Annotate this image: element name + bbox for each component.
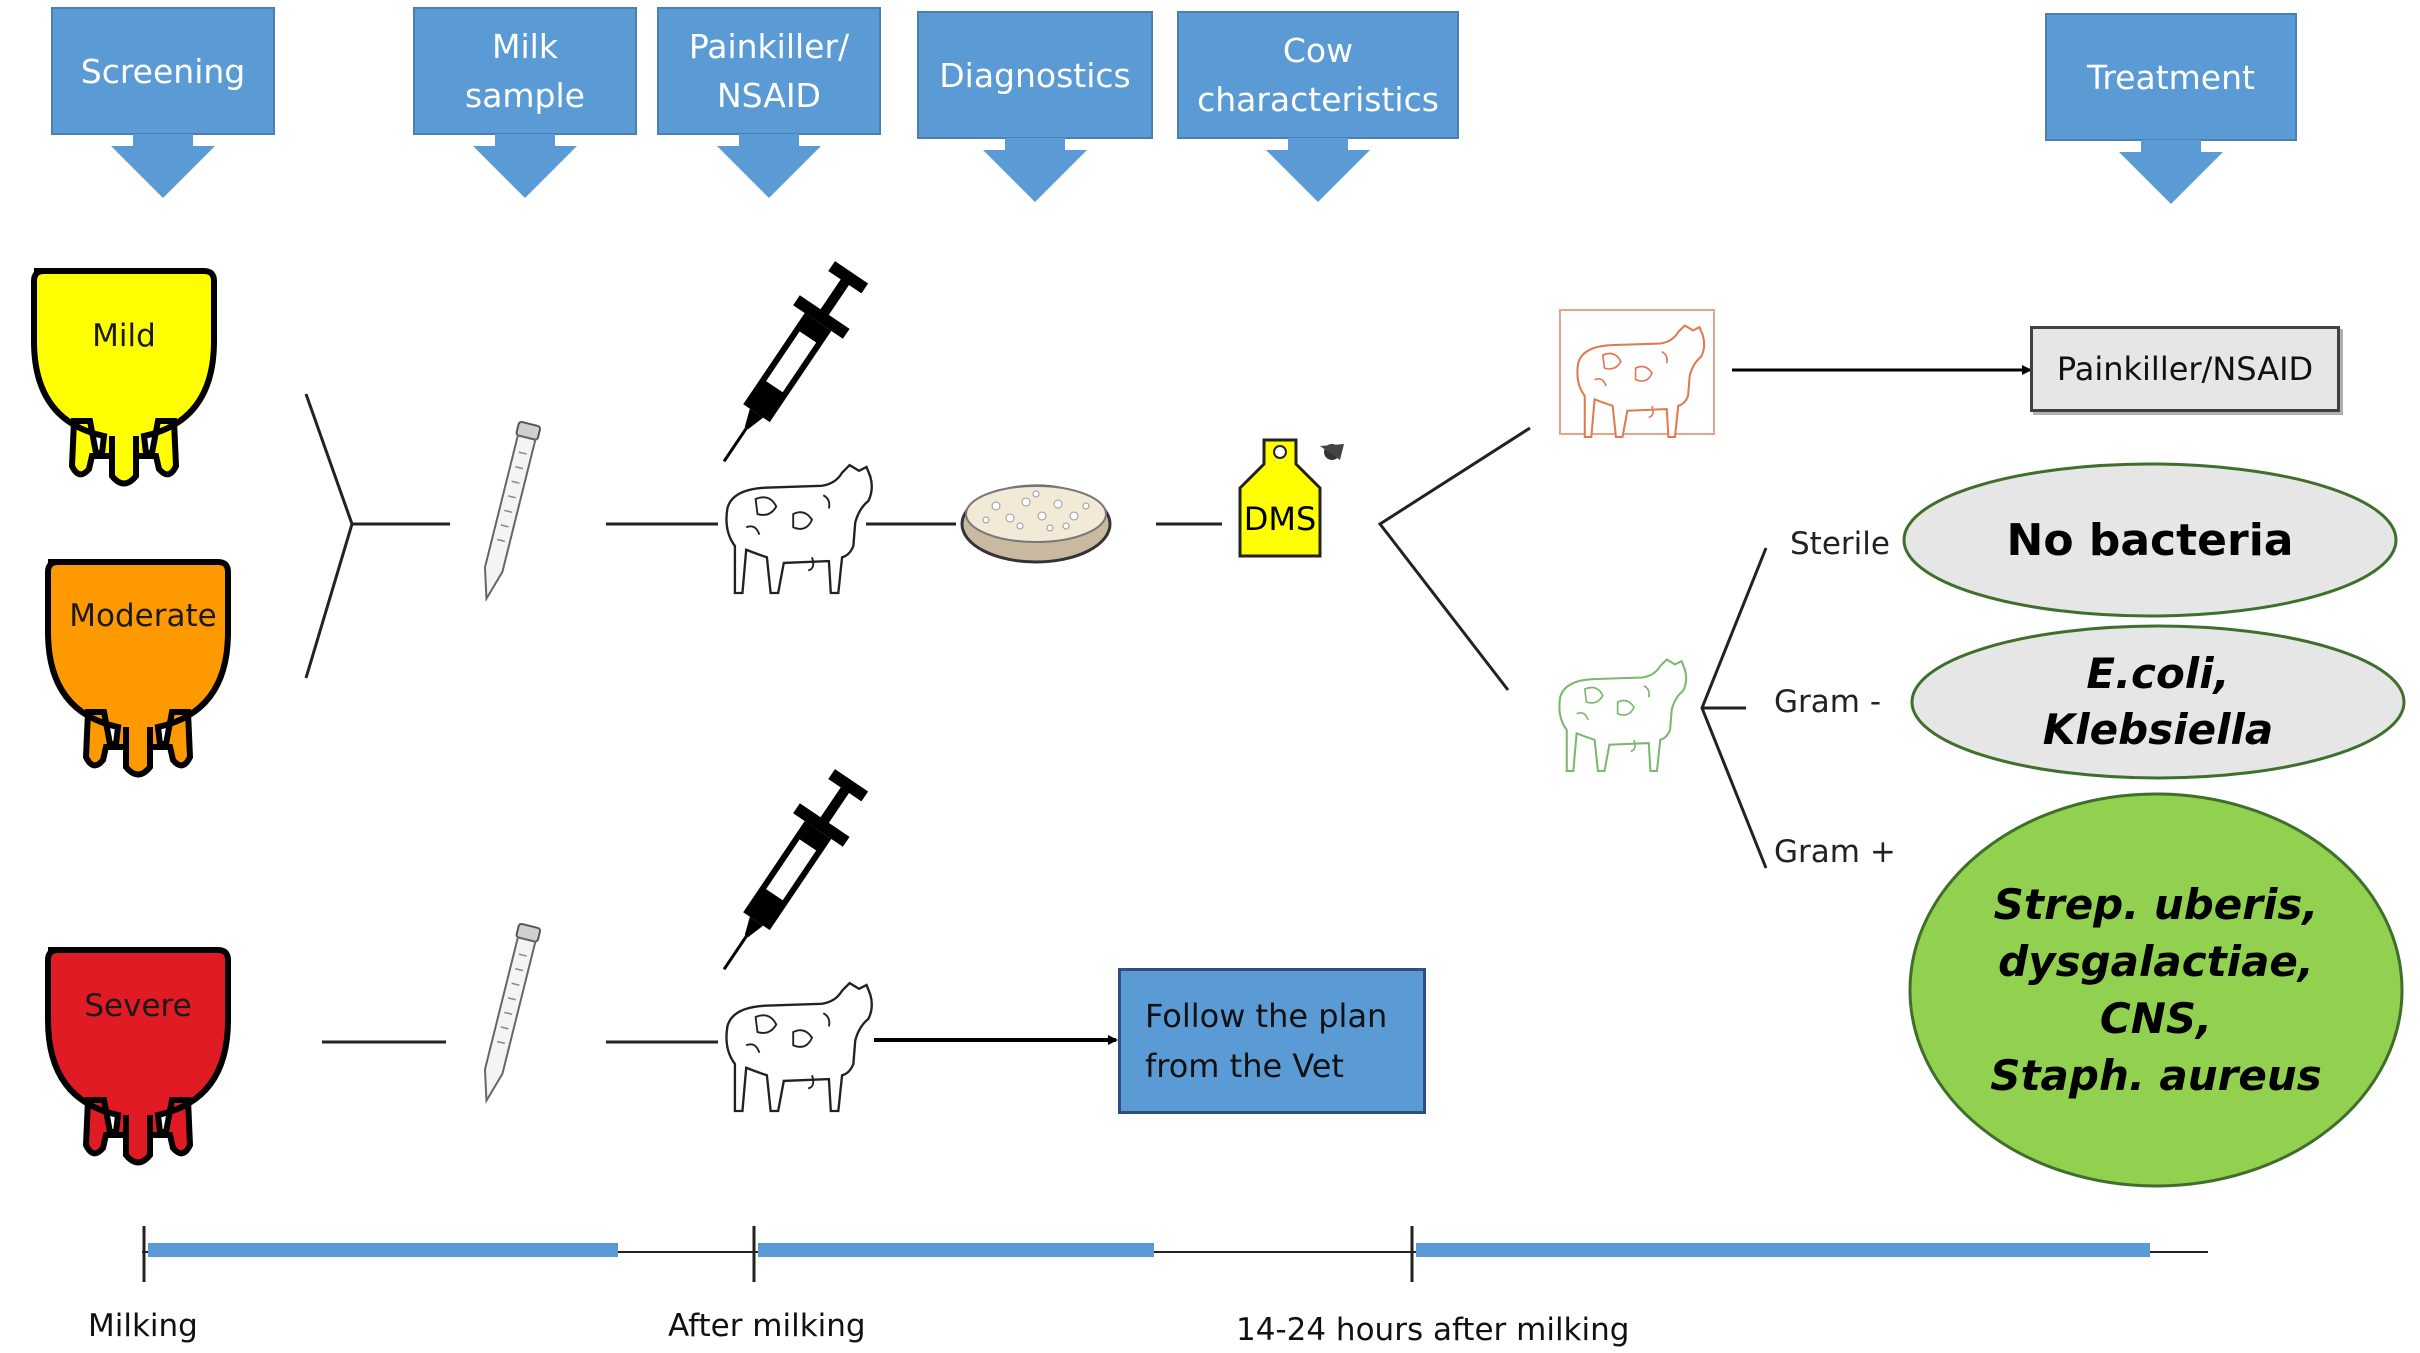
header-painkiller: Painkiller/ NSAID (658, 8, 880, 134)
petri-dish-icon (960, 484, 1112, 564)
timeline-later-label: 14-24 hours after milking (1236, 1312, 1630, 1348)
timeline-milking-label: Milking (88, 1308, 198, 1344)
header-screening: Screening (52, 8, 274, 134)
gram-fork (1700, 547, 1768, 869)
painkiller-nsaid-box: Painkiller/NSAID (2030, 326, 2340, 412)
cow-icon-green (1558, 658, 1688, 773)
severity-mild-label: Mild (92, 318, 156, 354)
severity-bracket (304, 393, 450, 679)
gram-sterile-label: Sterile (1790, 526, 1890, 562)
udder-severe-icon (48, 950, 228, 1163)
severity-severe-label: Severe (84, 988, 192, 1024)
header-arrow-treatment (2119, 140, 2223, 204)
header-arrow-cow-characteristics (1266, 138, 1370, 202)
header-box-cow-characteristics (1177, 11, 1459, 139)
header-cow-characteristics-label: Cow characteristics (1197, 31, 1439, 119)
syringe-icon (699, 255, 877, 479)
timeline (142, 1226, 2208, 1282)
gram-negative-label: Gram - (1774, 684, 1882, 720)
header-milk-sample-label: Milk sample (465, 27, 585, 115)
header-diagnostics: Diagnostics (918, 12, 1152, 138)
timeline-after-milking-label: After milking (668, 1308, 866, 1344)
header-milk-sample: Milk sample (414, 8, 636, 134)
decision-fork (1377, 426, 1531, 691)
oval-gram-negative (1910, 624, 2406, 780)
header-arrow-painkiller (717, 134, 821, 198)
header-cow-characteristics: Cow characteristics (1178, 12, 1458, 138)
ear-tag-icon (1238, 438, 1344, 558)
header-treatment-label: Treatment (2087, 57, 2255, 97)
vet-plan-box: Follow the plan from the Vet (1118, 968, 1426, 1114)
milk-tube-icon (474, 922, 542, 1105)
header-diagnostics-label: Diagnostics (939, 55, 1131, 95)
udder-mild-icon (34, 271, 214, 484)
milk-tube-icon (474, 420, 542, 603)
oval-no-bacteria (1902, 462, 2398, 618)
header-box-painkiller (657, 7, 881, 135)
cow-icon (725, 463, 873, 595)
result-gram-positive-text: Strep. uberis, dysgalactiae, CNS, Staph.… (1990, 880, 2322, 1100)
result-sterile-text: No bacteria (2006, 514, 2294, 566)
header-arrow-milk-sample (473, 134, 577, 198)
oval-gram-positive (1908, 792, 2404, 1188)
result-gram-negative-text: E.coli, Klebsiella (2042, 649, 2274, 754)
header-painkiller-label: Painkiller/ NSAID (688, 27, 850, 115)
syringe-icon (699, 763, 877, 987)
vet-plan-box-label: Follow the plan from the Vet (1145, 997, 1388, 1085)
ear-tag-label: DMS (1243, 500, 1317, 538)
painkiller-nsaid-box-label: Painkiller/NSAID (2056, 350, 2314, 388)
udder-moderate-icon (48, 562, 228, 775)
header-arrow-screening (111, 134, 215, 198)
header-arrow-diagnostics (983, 138, 1087, 202)
severity-moderate-label: Moderate (69, 598, 217, 634)
header-box-screening (51, 7, 275, 135)
header-treatment: Treatment (2046, 14, 2296, 140)
header-screening-label: Screening (80, 51, 246, 91)
cow-icon (725, 981, 873, 1113)
gram-positive-label: Gram + (1774, 834, 1896, 870)
header-box-milk-sample (413, 7, 637, 135)
header-box-treatment (2045, 13, 2297, 141)
